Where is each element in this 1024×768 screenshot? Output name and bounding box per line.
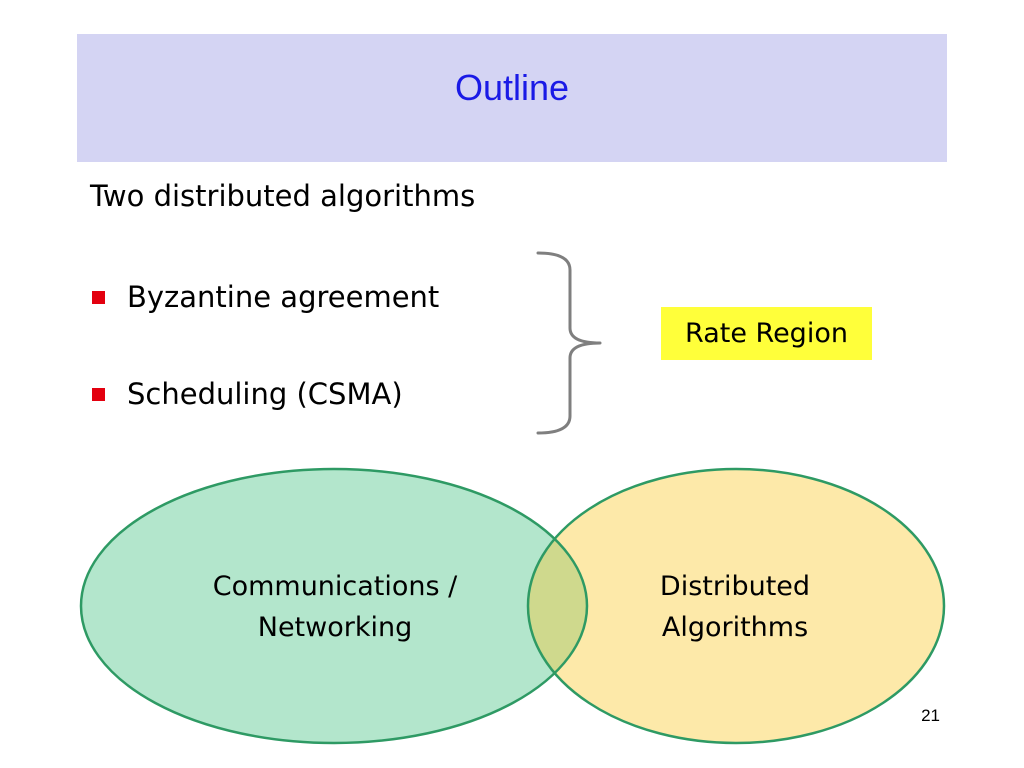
square-bullet-icon xyxy=(92,290,105,304)
right-curly-brace xyxy=(536,251,602,435)
page-number: 21 xyxy=(921,706,940,725)
venn-right-circle xyxy=(528,469,944,743)
title-band: Outline xyxy=(77,34,947,162)
bullet-item-byzantine: Byzantine agreement xyxy=(90,279,439,315)
venn-right-label-line1: Distributed xyxy=(659,571,811,602)
square-bullet-icon xyxy=(92,387,105,401)
venn-right-label-line2: Algorithms xyxy=(661,612,809,643)
venn-left-circle xyxy=(81,469,587,743)
bullet-text: Scheduling (CSMA) xyxy=(127,377,403,411)
rate-region-callout: Rate Region xyxy=(661,307,872,360)
venn-left-label-line1: Communications / xyxy=(212,571,458,602)
subtitle: Two distributed algorithms xyxy=(90,179,476,213)
venn-left-label: Communications / Networking xyxy=(185,566,485,648)
venn-right-label: Distributed Algorithms xyxy=(600,566,870,648)
slide-title: Outline xyxy=(454,67,570,108)
bullet-text: Byzantine agreement xyxy=(127,280,440,314)
bullet-item-scheduling: Scheduling (CSMA) xyxy=(90,376,403,412)
venn-left-label-line2: Networking xyxy=(257,612,413,643)
